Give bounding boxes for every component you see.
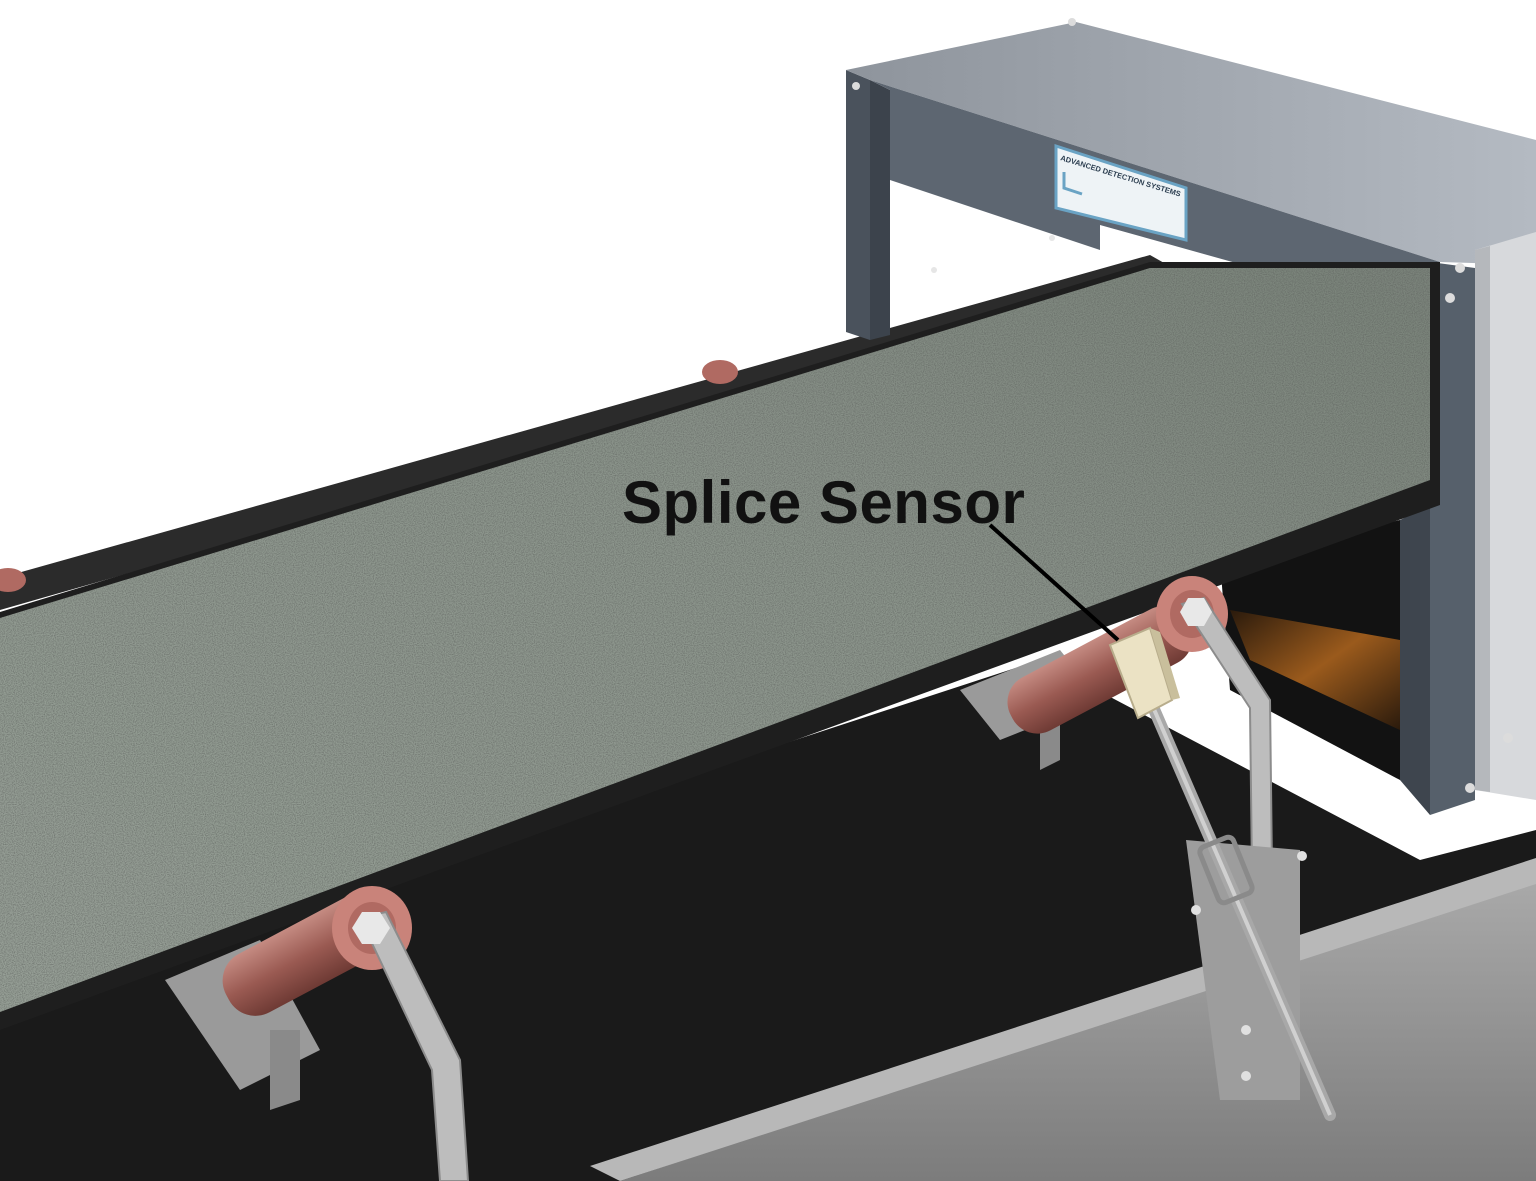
metal-detector-housing [846, 18, 1536, 815]
roller-end [702, 360, 738, 384]
idler-assembly-left [165, 886, 470, 1181]
splice-sensor-label: Splice Sensor [622, 469, 1026, 536]
splice-sensor [1108, 626, 1336, 1121]
sensor-clamp [1197, 834, 1255, 906]
conveyed-material [0, 268, 1430, 1012]
roller-end [0, 568, 26, 592]
callout-leader-line [988, 523, 1120, 642]
